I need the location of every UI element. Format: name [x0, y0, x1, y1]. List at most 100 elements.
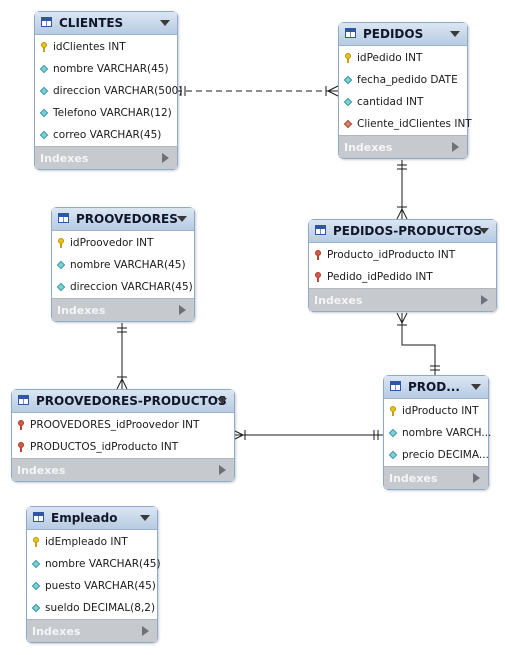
column-row[interactable]: idClientes INT — [35, 36, 177, 58]
column-row[interactable]: cantidad INT — [339, 91, 467, 113]
table-icon — [18, 395, 29, 405]
collapse-triangle-icon[interactable] — [140, 515, 150, 521]
column-label: precio DECIMA... — [402, 449, 489, 461]
column-row[interactable]: direccion VARCHAR(500) — [35, 80, 182, 102]
indexes-section[interactable]: Indexes — [12, 458, 234, 481]
indexes-section[interactable]: Indexes — [339, 135, 467, 158]
table-icon — [315, 225, 326, 235]
column-list: idEmpleado INT nombre VARCHAR(45) puesto V… — [27, 530, 161, 619]
primary-key-icon — [57, 238, 66, 248]
many-cardinality-mark — [401, 208, 408, 220]
table-clientes[interactable]: CLIENTES idClientes INT nombre VARCHAR(45)… — [34, 11, 182, 170]
collapse-triangle-icon[interactable] — [177, 216, 187, 222]
column-row[interactable]: puesto VARCHAR(45) — [27, 575, 157, 597]
table-header[interactable]: PEDIDOS-PRODUCTOS — [309, 220, 496, 243]
column-row[interactable]: nombre VARCHAR(45) — [35, 58, 177, 80]
column-row[interactable]: precio DECIMA... — [384, 444, 489, 466]
column-label: correo VARCHAR(45) — [53, 129, 162, 141]
column-label: fecha_pedido DATE — [357, 74, 458, 86]
foreign-key-icon — [17, 442, 26, 452]
column-row[interactable]: direccion VARCHAR(45) — [52, 276, 194, 298]
column-row[interactable]: idProovedor INT — [52, 232, 194, 254]
expand-arrow-icon[interactable] — [219, 465, 226, 475]
expand-arrow-icon[interactable] — [142, 626, 149, 636]
table-icon — [33, 512, 44, 522]
indexes-section[interactable]: Indexes — [384, 466, 488, 489]
table-title: PROD... — [408, 380, 460, 394]
column-icon — [344, 97, 353, 107]
column-icon — [40, 64, 49, 74]
column-icon — [32, 603, 41, 613]
many-cardinality-mark — [121, 378, 128, 390]
indexes-section[interactable]: Indexes — [52, 298, 194, 321]
indexes-label: Indexes — [40, 152, 89, 165]
column-row[interactable]: sueldo DECIMAL(8,2) — [27, 597, 157, 619]
column-list: idPedido INT fecha_pedido DATE cantidad IN… — [339, 46, 472, 135]
column-row[interactable]: PROOVEDORES_idProovedor INT — [12, 414, 234, 436]
indexes-label: Indexes — [344, 141, 393, 154]
column-label: idClientes INT — [53, 41, 126, 53]
column-row[interactable]: PRODUCTOS_idProducto INT — [12, 436, 234, 458]
column-row[interactable]: idPedido INT — [339, 47, 467, 69]
column-icon — [57, 260, 66, 270]
table-pedidos[interactable]: PEDIDOS idPedido INT fecha_pedido DATE cant… — [338, 22, 472, 159]
expand-arrow-icon[interactable] — [179, 305, 186, 315]
expand-arrow-icon[interactable] — [473, 473, 480, 483]
column-row[interactable]: Pedido_idPedido INT — [309, 266, 496, 288]
table-title: PEDIDOS-PRODUCTOS — [333, 224, 482, 238]
indexes-section[interactable]: Indexes — [27, 619, 157, 642]
column-label: idPedido INT — [357, 52, 423, 64]
column-row[interactable]: nombre VARCH... — [384, 422, 492, 444]
expand-arrow-icon[interactable] — [481, 295, 488, 305]
column-row[interactable]: Telefono VARCHAR(12) — [35, 102, 177, 124]
indexes-label: Indexes — [57, 304, 106, 317]
collapse-triangle-icon[interactable] — [471, 384, 481, 390]
column-row[interactable]: idProducto INT — [384, 400, 488, 422]
table-header[interactable]: PROD... — [384, 376, 488, 399]
collapse-triangle-icon[interactable] — [450, 31, 460, 37]
indexes-label: Indexes — [17, 464, 66, 477]
indexes-section[interactable]: Indexes — [35, 146, 177, 169]
indexes-label: Indexes — [389, 472, 438, 485]
collapse-triangle-icon[interactable] — [217, 398, 227, 404]
table-header[interactable]: PEDIDOS — [339, 23, 467, 46]
many-cardinality-mark — [396, 312, 403, 324]
table-header[interactable]: CLIENTES — [35, 12, 177, 35]
table-proovedores[interactable]: PROOVEDORES idProovedor INT nombre VARCHAR… — [51, 207, 195, 322]
column-label: idProovedor INT — [70, 237, 154, 249]
column-label: Pedido_idPedido INT — [327, 271, 433, 283]
foreign-key-column-icon — [344, 119, 353, 129]
column-row[interactable]: correo VARCHAR(45) — [35, 124, 177, 146]
column-row[interactable]: idEmpleado INT — [27, 531, 157, 553]
table-title: CLIENTES — [59, 16, 124, 30]
column-label: nombre VARCHAR(45) — [45, 558, 161, 570]
collapse-triangle-icon[interactable] — [160, 20, 170, 26]
table-icon — [390, 381, 401, 391]
table-header[interactable]: PROOVEDORES — [52, 208, 194, 231]
table-header[interactable]: Empleado — [27, 507, 157, 530]
table-icon — [345, 28, 356, 38]
table-pedidos-productos[interactable]: PEDIDOS-PRODUCTOS Producto_idProducto INT… — [308, 219, 497, 312]
expand-arrow-icon[interactable] — [162, 153, 169, 163]
table-header[interactable]: PROOVEDORES-PRODUCTOS — [12, 390, 234, 413]
foreign-key-icon — [314, 250, 323, 260]
column-label: nombre VARCHAR(45) — [70, 259, 186, 271]
many-cardinality-mark — [327, 90, 339, 97]
column-row[interactable]: nombre VARCHAR(45) — [27, 553, 161, 575]
column-icon — [389, 428, 398, 438]
column-row[interactable]: Cliente_idClientes INT — [339, 113, 472, 135]
collapse-triangle-icon[interactable] — [479, 228, 489, 234]
table-icon — [58, 213, 69, 223]
indexes-section[interactable]: Indexes — [309, 288, 496, 311]
column-row[interactable]: Producto_idProducto INT — [309, 244, 496, 266]
expand-arrow-icon[interactable] — [452, 142, 459, 152]
column-row[interactable]: fecha_pedido DATE — [339, 69, 467, 91]
table-productos[interactable]: PROD... idProducto INT nombre VARCH... prec… — [383, 375, 492, 490]
column-row[interactable]: nombre VARCHAR(45) — [52, 254, 194, 276]
column-label: nombre VARCH... — [402, 427, 492, 439]
